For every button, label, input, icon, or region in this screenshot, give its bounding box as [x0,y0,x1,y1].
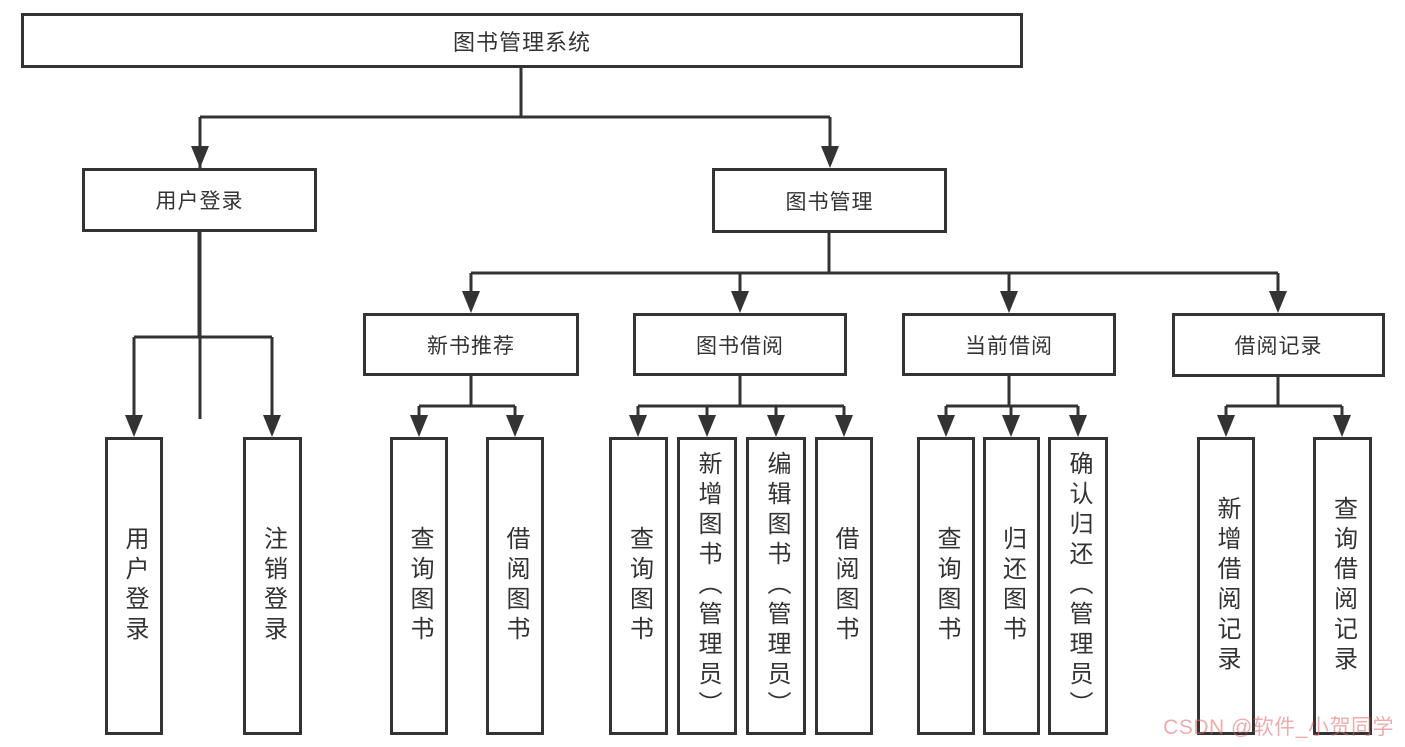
node-user-login: 用户登录 [82,168,317,232]
leaf-label: 注销登录 [259,526,287,646]
leaf-label: 查询图书 [933,526,960,646]
leaf-borrow-books-recommend: 借阅图书 [486,437,544,735]
node-borrow-records: 借阅记录 [1172,313,1385,377]
leaf-user-login: 用户登录 [105,437,163,735]
node-book-management: 图书管理 [712,168,947,233]
leaf-label: 查询图书 [625,526,653,646]
leaf-return-book: 归还图书 [983,437,1040,735]
leaf-label: 编辑图书（管理员） [763,451,790,721]
node-book-borrow: 图书借阅 [633,313,847,376]
arrowheads [125,146,1351,437]
node-new-book-recommend: 新书推荐 [363,313,579,376]
leaf-label: 用户登录 [121,526,148,646]
node-library-management-system: 图书管理系统 [21,13,1023,68]
leaf-add-book-admin: 新增图书（管理员） [677,437,737,735]
leaf-label: 新增借阅记录 [1213,496,1240,676]
csdn-watermark: CSDN @软件_小贺同学 [1163,716,1394,739]
leaf-label: 借阅图书 [502,526,529,646]
leaf-logout: 注销登录 [243,437,302,735]
node-current-borrow: 当前借阅 [902,313,1116,376]
leaf-label: 确认归还（管理员） [1065,451,1092,721]
leaf-query-books-recommend: 查询图书 [390,437,448,735]
leaf-label: 归还图书 [998,526,1026,646]
leaf-query-books-borrow: 查询图书 [609,437,668,735]
leaf-edit-book-admin: 编辑图书（管理员） [746,437,806,735]
leaf-query-books-current: 查询图书 [917,437,975,735]
leaf-label: 查询借阅记录 [1329,496,1357,676]
leaf-label: 借阅图书 [831,526,858,646]
leaf-label: 新增图书（管理员） [694,451,721,721]
leaf-borrow-books: 借阅图书 [815,437,873,735]
leaf-confirm-return-admin: 确认归还（管理员） [1048,437,1108,735]
leaf-query-borrow-record: 查询借阅记录 [1313,437,1372,735]
leaf-label: 查询图书 [406,526,433,646]
leaf-add-borrow-record: 新增借阅记录 [1197,437,1255,735]
